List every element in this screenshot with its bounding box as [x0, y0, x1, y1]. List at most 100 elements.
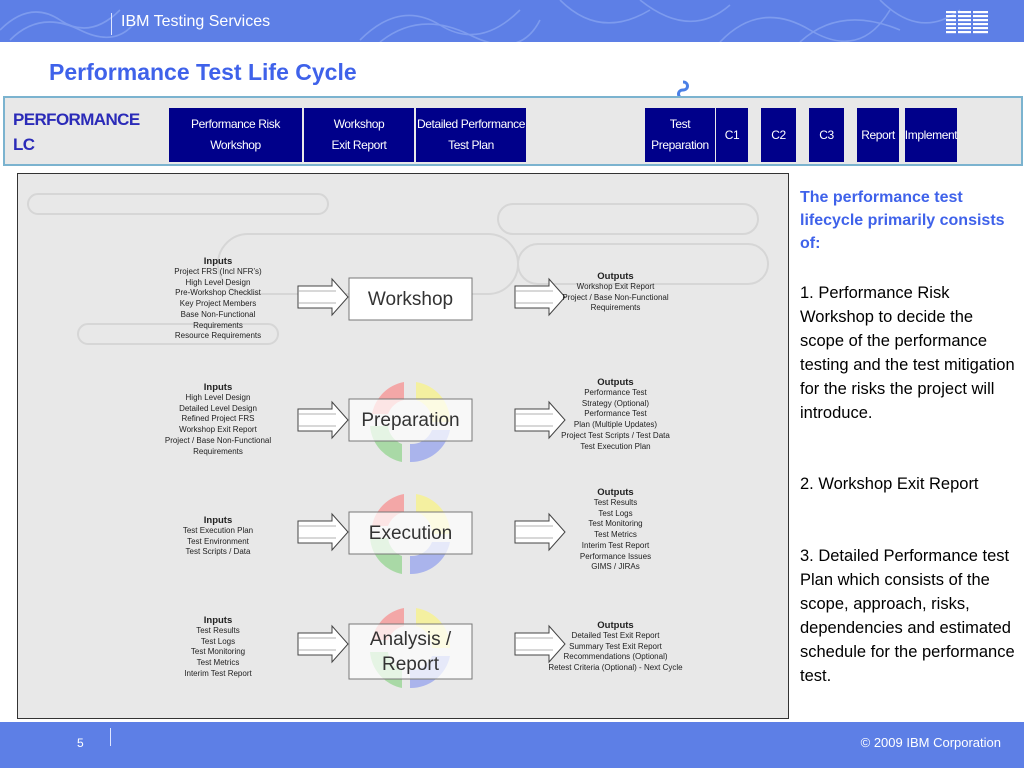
side-heading: The performance test lifecycle primarily…	[800, 189, 1005, 252]
step-label: Workshop	[210, 138, 261, 152]
input-item: Test Execution Plan	[182, 526, 254, 535]
page-title: Performance Test Life Cycle	[49, 59, 357, 85]
step-c2[interactable]: C2	[761, 108, 796, 162]
output-item: Performance Test	[584, 388, 647, 397]
step-label: Detailed Performance	[416, 117, 526, 131]
analysis-box	[348, 623, 473, 680]
execution-outputs: Outputs Test Results Test Logs Test Moni…	[543, 487, 688, 573]
output-item: Performance Issues	[579, 551, 652, 561]
input-item: Key Project Members	[179, 299, 257, 309]
stage-analysis-line1: Analysis /	[369, 629, 452, 650]
output-item: Plan (Multiple Updates)	[573, 420, 658, 430]
input-item: Interim Test Report	[184, 668, 252, 678]
step-label: C1	[724, 127, 740, 142]
input-item: Workshop Exit Report	[179, 425, 257, 435]
outputs-heading: Outputs	[597, 487, 634, 498]
workshop-box	[348, 277, 473, 321]
step-c3[interactable]: C3	[809, 108, 844, 162]
execution-inputs: Inputs Test Execution Plan Test Environm…	[148, 515, 288, 558]
step-c1[interactable]: C1	[716, 108, 748, 162]
input-item: Project FRS (Incl NFR’s)	[174, 267, 262, 276]
execution-box	[348, 511, 473, 555]
footer-divider	[110, 728, 111, 746]
input-item: Test Metrics	[196, 658, 240, 668]
output-item: Requirements	[590, 303, 641, 313]
stage-analysis-line2: Report	[381, 654, 440, 675]
analysis-outputs: Outputs Detailed Test Exit Report Summar…	[528, 620, 703, 674]
output-item: Project Test Scripts / Test Data	[561, 430, 670, 440]
input-item: Test Monitoring	[190, 647, 246, 657]
step-label: Exit Report	[331, 138, 387, 152]
page-number: 5	[77, 736, 84, 750]
lifecycle-label-line1: PERFORMANCE	[13, 110, 140, 129]
step-label: Preparation	[651, 138, 709, 152]
step-label: C2	[771, 127, 786, 142]
output-item: Retest Criteria (Optional) - Next Cycle	[548, 663, 683, 673]
output-item: Project / Base Non-Functional	[562, 292, 669, 302]
header-divider	[111, 13, 112, 35]
input-item: Test Results	[196, 626, 240, 635]
input-item: Requirements	[193, 320, 243, 330]
output-item: Interim Test Report	[581, 540, 650, 550]
output-item: Strategy (Optional)	[581, 398, 650, 408]
step-implement[interactable]: Implement	[904, 108, 958, 162]
input-item: Pre-Workshop Checklist	[175, 288, 261, 298]
arrow-icon	[297, 401, 349, 439]
step-report[interactable]: Report	[857, 108, 899, 162]
preparation-outputs: Outputs Performance Test Strategy (Optio…	[543, 377, 688, 452]
step-label: Report	[861, 127, 895, 142]
header-bar: IBM Testing Services	[0, 0, 1024, 42]
output-item: Test Metrics	[594, 530, 637, 540]
stage-analysis-label: Analysis / Report	[349, 625, 472, 679]
side-item-3: 3. Detailed Performance test Plan which …	[800, 547, 1015, 685]
input-item: Requirements	[193, 446, 243, 456]
stage-execution-label: Execution	[368, 522, 453, 544]
input-item: Base Non-Functional	[180, 309, 256, 319]
inputs-heading: Inputs	[203, 615, 233, 626]
preparation-box	[348, 398, 473, 442]
diagram-graphics	[27, 193, 769, 689]
input-item: Test Logs	[200, 636, 236, 646]
step-label: Test Plan	[448, 138, 494, 152]
output-item: Test Execution Plan	[580, 441, 651, 451]
header-brand: IBM Testing Services	[121, 13, 271, 30]
inputs-heading: Inputs	[203, 256, 233, 267]
outputs-heading: Outputs	[597, 271, 634, 282]
stage-workshop-label: Workshop	[367, 288, 454, 310]
arrow-icon	[297, 278, 349, 316]
step-label: Test	[669, 117, 691, 131]
step-label: Workshop	[333, 117, 385, 131]
input-item: Detailed Level Design	[179, 403, 257, 413]
side-item-2: 2. Workshop Exit Report	[800, 475, 979, 493]
output-item: Performance Test	[584, 409, 647, 419]
arrow-icon	[297, 625, 349, 663]
output-item: Test Logs	[598, 508, 633, 518]
outputs-heading: Outputs	[597, 620, 634, 631]
ibm-logo	[946, 11, 988, 34]
output-item: Workshop Exit Report	[576, 282, 655, 291]
step-label: C3	[819, 127, 834, 142]
inputs-heading: Inputs	[203, 515, 233, 526]
inputs-heading: Inputs	[203, 382, 233, 393]
input-item: Project / Base Non-Functional	[164, 435, 272, 445]
input-item: Test Scripts / Data	[185, 547, 251, 557]
input-item: Resource Requirements	[174, 331, 262, 341]
step-label: Implement	[904, 127, 958, 142]
side-item-1: 1. Performance Risk Workshop to decide t…	[800, 284, 1015, 422]
output-item: Test Results	[593, 498, 638, 507]
stage-preparation-label: Preparation	[361, 409, 460, 431]
step-label: Performance Risk	[191, 117, 280, 131]
output-item: GIMS / JIRAs	[591, 562, 640, 572]
footer-bar: 5 © 2009 IBM Corporation	[0, 722, 1024, 768]
lifecycle-label-line2: LC	[13, 135, 35, 154]
input-item: High Level Design	[185, 393, 251, 402]
preparation-inputs: Inputs High Level Design Detailed Level …	[148, 382, 288, 457]
outputs-heading: Outputs	[597, 377, 634, 388]
output-item: Test Monitoring	[588, 519, 643, 529]
input-item: Test Environment	[187, 536, 249, 546]
